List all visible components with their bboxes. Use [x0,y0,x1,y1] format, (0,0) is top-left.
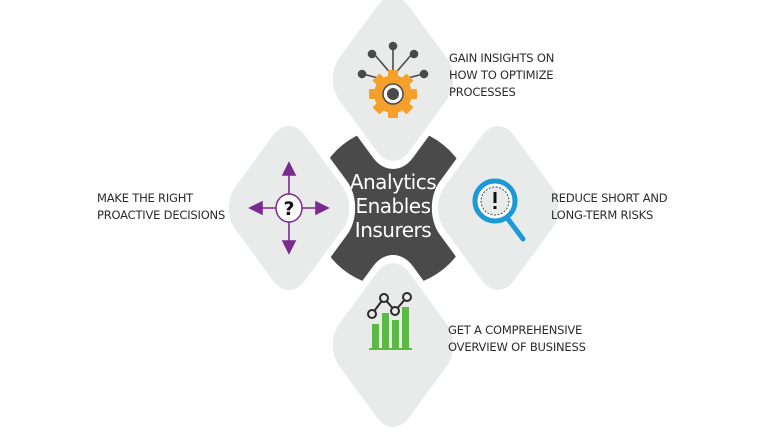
label-left: MAKE THE RIGHT PROACTIVE DECISIONS [97,190,225,224]
gear-with-nodes-icon [357,41,429,118]
item-top [323,0,463,174]
label-line: OVERVIEW OF BUSINESS [448,340,586,354]
center-title: Analytics Enables Insurers [313,170,473,242]
title-line: Insurers [354,218,432,242]
item-right [428,113,568,303]
title-line: Enables [355,194,431,218]
item-bottom [323,250,463,439]
label-bottom: GET A COMPREHENSIVE OVERVIEW OF BUSINESS [448,322,586,356]
label-line: LONG-TERM RISKS [551,208,654,222]
question-arrows-icon: ? [248,161,330,255]
bar-line-chart-icon [367,292,412,350]
magnifier-alert-icon [472,178,526,242]
label-right: REDUCE SHORT AND LONG-TERM RISKS [551,190,668,224]
svg-text:?: ? [283,198,294,220]
label-line: PROACTIVE DECISIONS [97,208,226,222]
title-line: Analytics [349,170,437,194]
label-line: PROCESSES [449,85,516,99]
item-left: ? [219,113,359,303]
label-line: GAIN INSIGHTS ON [449,51,555,65]
label-line: GET A COMPREHENSIVE [448,323,583,337]
label-line: MAKE THE RIGHT [97,191,194,205]
label-top: GAIN INSIGHTS ON HOW TO OPTIMIZE PROCESS… [449,50,554,101]
label-line: REDUCE SHORT AND [551,191,668,205]
label-line: HOW TO OPTIMIZE [449,68,554,82]
